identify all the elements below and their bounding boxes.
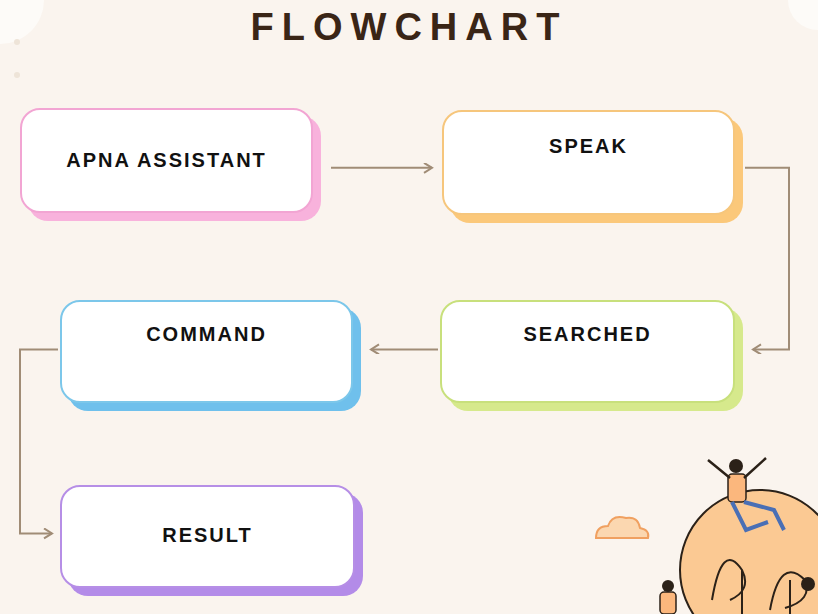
flow-arrow	[371, 348, 438, 350]
node-text-row: SPEAK	[444, 134, 733, 158]
node-label: SEARCHED	[523, 322, 651, 346]
cloud	[596, 517, 648, 538]
node-text-row: SEARCHED	[442, 322, 733, 346]
title: FLOWCHART	[0, 6, 818, 49]
node-text-row: COMMAND	[62, 322, 351, 346]
process-box: SPEAK	[442, 110, 735, 215]
node-label: RESULT	[162, 523, 253, 547]
flow-arrow	[20, 349, 58, 533]
dot	[14, 72, 20, 78]
dot	[14, 39, 20, 45]
process-box: SEARCHED	[440, 300, 735, 403]
node-text-row: RESULT	[62, 523, 353, 547]
node-label: COMMAND	[146, 322, 267, 346]
process-box: COMMAND	[60, 300, 353, 403]
node-text-row: APNA ASSISTANT	[22, 148, 311, 172]
node-label: APNA ASSISTANT	[66, 148, 267, 172]
flow-arrow	[331, 167, 432, 169]
process-box: APNA ASSISTANT	[20, 108, 313, 213]
flow-arrow	[745, 168, 789, 350]
corner-circle	[0, 0, 44, 44]
corner-circle	[788, 0, 818, 30]
lightbulb-illustration	[660, 458, 818, 614]
process-box: RESULT	[60, 485, 355, 588]
node-label: SPEAK	[549, 134, 628, 158]
